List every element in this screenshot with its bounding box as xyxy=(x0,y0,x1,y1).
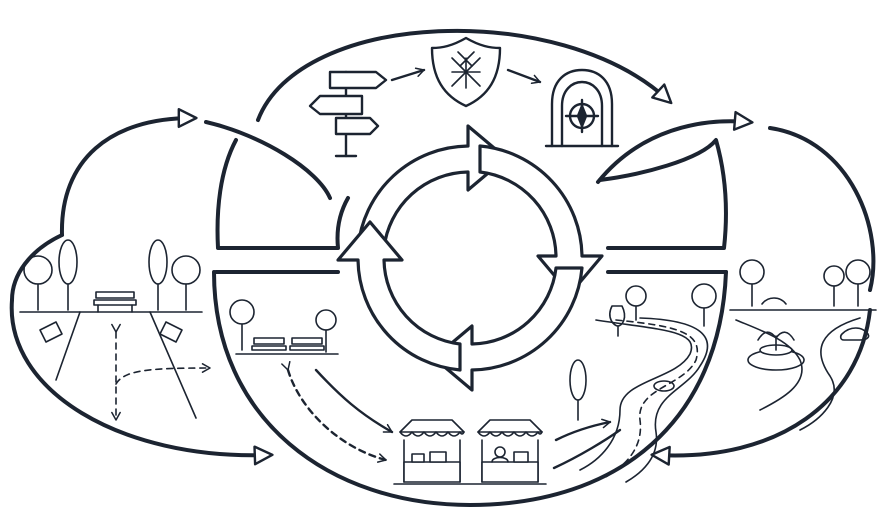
central-frame xyxy=(214,138,728,274)
cycle-arrow-right xyxy=(478,144,604,296)
left-loop-outer xyxy=(204,120,332,200)
arrow-signpost-to-shield xyxy=(390,67,426,82)
upper-right-segment xyxy=(598,138,728,250)
cycle-arrow-top xyxy=(356,124,508,250)
upper-left-segment xyxy=(215,138,350,250)
left-loop-side xyxy=(10,233,64,302)
arrow-shield-to-archway xyxy=(506,68,542,85)
left-loop-upper-arrow xyxy=(59,107,198,237)
cycle-arrow-left xyxy=(336,220,462,372)
right-loop-lower-arrow xyxy=(650,308,872,466)
lower-bowl xyxy=(212,270,728,507)
signpost-icon xyxy=(308,70,388,158)
archway-icon xyxy=(544,68,620,148)
shield-icon xyxy=(430,36,502,108)
picnic-benches-scene xyxy=(229,299,339,355)
arrow-benches-to-market xyxy=(314,368,394,434)
top-loop-arrow xyxy=(256,28,673,122)
fountain-scene xyxy=(729,259,877,431)
right-loop-upper-arrow xyxy=(596,110,754,184)
cycle-arrow-bottom xyxy=(432,266,584,392)
market-stalls-scene xyxy=(393,419,547,485)
dashed-arrow-benches-market xyxy=(281,360,388,463)
right-loop-outer xyxy=(768,126,876,292)
central-cycle xyxy=(336,124,604,392)
park-entrance-scene xyxy=(19,239,211,421)
outer-loops xyxy=(9,28,876,507)
arrow-market-to-path xyxy=(554,418,612,442)
winding-path-scene xyxy=(569,283,717,483)
left-loop-lower-arrow xyxy=(9,298,274,466)
